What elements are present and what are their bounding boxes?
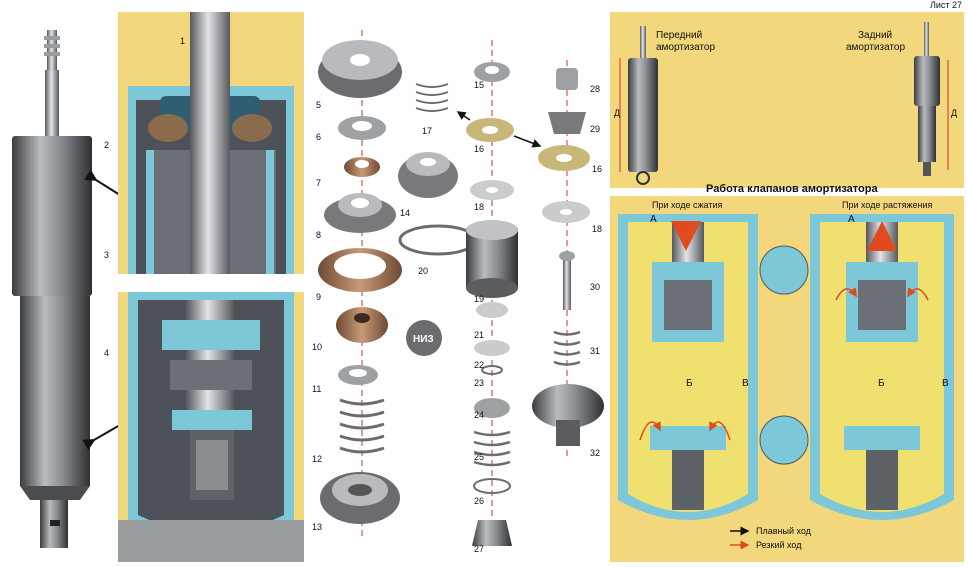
- part-number-32: 32: [590, 448, 600, 458]
- upper-cutaway: [118, 12, 304, 274]
- compression-caption: При ходе сжатия: [652, 200, 723, 210]
- valves-title: Работа клапанов амортизатора: [706, 183, 878, 195]
- exploded-parts: [318, 40, 604, 546]
- chamber-v-right: В: [942, 378, 949, 389]
- full-shock-absorber: [12, 30, 92, 548]
- legend-smooth: Плавный ход: [756, 526, 812, 536]
- rear-dim-label: Д: [951, 108, 957, 118]
- chamber-b-left: Б: [686, 378, 693, 389]
- corner-text: Лист 27: [930, 0, 962, 10]
- chamber-b-right: Б: [878, 378, 885, 389]
- part-number-2: 2: [104, 140, 109, 150]
- part-number-25: 25: [474, 452, 484, 462]
- part-number-18b: 18: [592, 224, 602, 234]
- shock-types-panel: [610, 12, 964, 188]
- part-number-27: 27: [474, 544, 484, 554]
- part-number-18a: 18: [474, 202, 484, 212]
- part-number-11: 11: [312, 384, 321, 394]
- part-number-10: 10: [312, 342, 322, 352]
- part-number-31: 31: [590, 346, 600, 356]
- rear-shock-label-1: Задний: [858, 30, 892, 41]
- part-number-8: 8: [316, 230, 321, 240]
- chamber-v-left: В: [742, 378, 749, 389]
- lower-cutaway: [118, 292, 304, 562]
- part-number-13: 13: [312, 522, 322, 532]
- part-number-14: 14: [400, 208, 410, 218]
- valve-operation-panel: [610, 196, 964, 562]
- part-number-22: 22: [474, 360, 484, 370]
- part-number-16a: 16: [474, 144, 484, 154]
- legend-sharp: Резкий ход: [756, 540, 802, 550]
- part-number-29: 29: [590, 124, 600, 134]
- part-number-7: 7: [316, 178, 321, 188]
- part-number-28: 28: [590, 84, 600, 94]
- part-number-20: 20: [418, 266, 428, 276]
- part-number-16b: 16: [592, 164, 602, 174]
- part-number-26: 26: [474, 496, 484, 506]
- part-number-24: 24: [474, 410, 484, 420]
- part-number-1: 1: [180, 36, 185, 46]
- part-number-21: 21: [474, 330, 484, 340]
- part-number-12: 12: [312, 454, 322, 464]
- part-number-17: 17: [422, 126, 432, 136]
- part-number-30: 30: [590, 282, 600, 292]
- rear-shock-label-2: амортизатор: [846, 42, 905, 53]
- part-number-23: 23: [474, 378, 484, 388]
- part-number-19: 19: [474, 294, 484, 304]
- part-number-4: 4: [104, 348, 109, 358]
- chamber-a-right: А: [848, 214, 855, 225]
- rebound-caption: При ходе растяжения: [842, 200, 932, 210]
- part-number-3: 3: [104, 250, 109, 260]
- part-number-6: 6: [316, 132, 321, 142]
- part-number-15: 15: [474, 80, 484, 90]
- part-number-9: 9: [316, 292, 321, 302]
- front-dim-label: Д: [614, 108, 620, 118]
- badge-niz: НИЗ: [413, 334, 434, 345]
- chamber-a-left: А: [650, 214, 657, 225]
- part-number-5: 5: [316, 100, 321, 110]
- front-shock-label-1: Передний: [656, 30, 702, 41]
- front-shock-label-2: амортизатор: [656, 42, 715, 53]
